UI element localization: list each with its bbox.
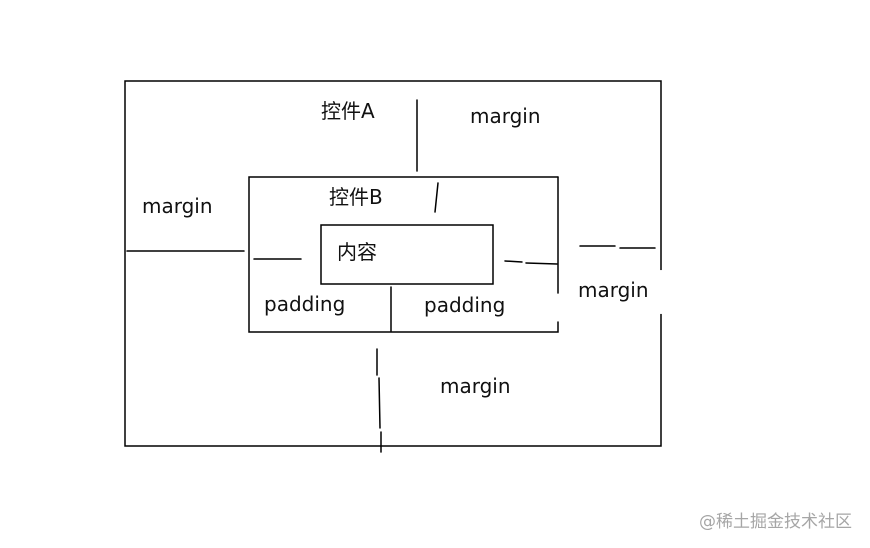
content-box — [320, 224, 494, 285]
control-a-box — [124, 80, 662, 447]
margin-bottom-label: margin — [440, 374, 511, 398]
control-a-label: 控件A — [321, 99, 375, 123]
control-b-label: 控件B — [329, 185, 383, 209]
margin-right-label: margin — [578, 278, 649, 302]
margin-top-label: margin — [470, 104, 541, 128]
control-b-box — [248, 176, 559, 333]
padding-right-divider — [504, 260, 558, 265]
margin-left-label: margin — [142, 194, 213, 218]
padding-right-label: padding — [424, 293, 505, 317]
margin-right-divider — [579, 245, 656, 249]
content-label: 内容 — [337, 240, 377, 264]
watermark: @稀土掘金技术社区 — [699, 512, 852, 532]
padding-left-label: padding — [264, 292, 345, 316]
margin-bottom-divider — [376, 348, 382, 453]
padding-top-divider — [434, 182, 439, 213]
